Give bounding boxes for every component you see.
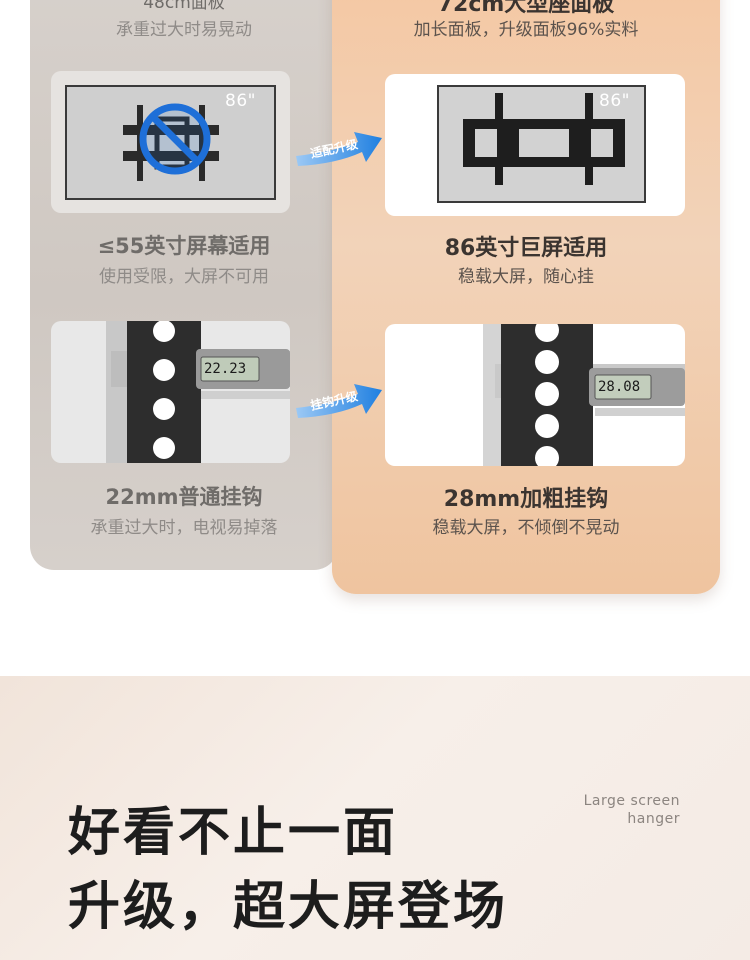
left-mount-image: 86" bbox=[51, 71, 290, 213]
right-block2-title: 28mm加粗挂钩 bbox=[443, 487, 609, 512]
upgrade-arrow-hook: 挂钩升级 bbox=[292, 372, 386, 432]
arrow-right-icon bbox=[296, 384, 382, 418]
right-mount-image: 86" bbox=[385, 74, 685, 216]
tv-screen: 86" bbox=[65, 85, 276, 200]
english-tagline: Large screen hanger bbox=[520, 792, 680, 828]
left-block1-subtitle: 使用受限，大屏不可用 bbox=[99, 267, 269, 287]
headline-section bbox=[0, 676, 750, 960]
thick-hook-with-caliper-icon bbox=[483, 324, 685, 466]
left-top-cut-title: 48cm面板 bbox=[143, 0, 225, 13]
headline-line2: 升级，超大屏登场 bbox=[68, 877, 509, 937]
screen-size-label: 86" bbox=[225, 91, 256, 111]
right-top-subtitle: 加长面板，升级面板96%实料 bbox=[413, 20, 639, 40]
left-block1-title: ≤55英寸屏幕适用 bbox=[97, 234, 271, 258]
right-block1-title: 86英寸巨屏适用 bbox=[444, 236, 608, 261]
upgrade-arrow-adapter: 适配升级 bbox=[292, 120, 386, 180]
tagline-line2: hanger bbox=[627, 811, 680, 827]
right-hook-image: 28.08 bbox=[385, 324, 685, 466]
right-block1-subtitle: 稳载大屏，随心挂 bbox=[458, 267, 594, 287]
headline-line1: 好看不止一面 bbox=[68, 803, 399, 863]
tagline-line1: Large screen bbox=[583, 793, 680, 809]
tv-screen: 86" bbox=[437, 85, 646, 203]
screen-size-label: 86" bbox=[599, 91, 630, 111]
right-block2-subtitle: 稳载大屏，不倾倒不晃动 bbox=[432, 518, 620, 538]
caliper-reading: 28.08 bbox=[598, 379, 641, 395]
left-hook-image: 22.23 bbox=[51, 321, 290, 463]
left-top-subtitle: 承重过大时易晃动 bbox=[116, 20, 252, 40]
right-top-cut-title: 72cm大型座面板 bbox=[437, 0, 615, 17]
arrow-right-icon bbox=[296, 132, 382, 166]
left-block2-title: 22mm普通挂钩 bbox=[105, 485, 263, 509]
thin-hook-with-caliper-icon bbox=[106, 321, 290, 463]
large-bracket-icon bbox=[463, 93, 625, 185]
caliper-reading: 22.23 bbox=[204, 361, 247, 377]
prohibit-icon bbox=[139, 103, 211, 175]
left-block2-subtitle: 承重过大时，电视易掉落 bbox=[90, 518, 278, 538]
